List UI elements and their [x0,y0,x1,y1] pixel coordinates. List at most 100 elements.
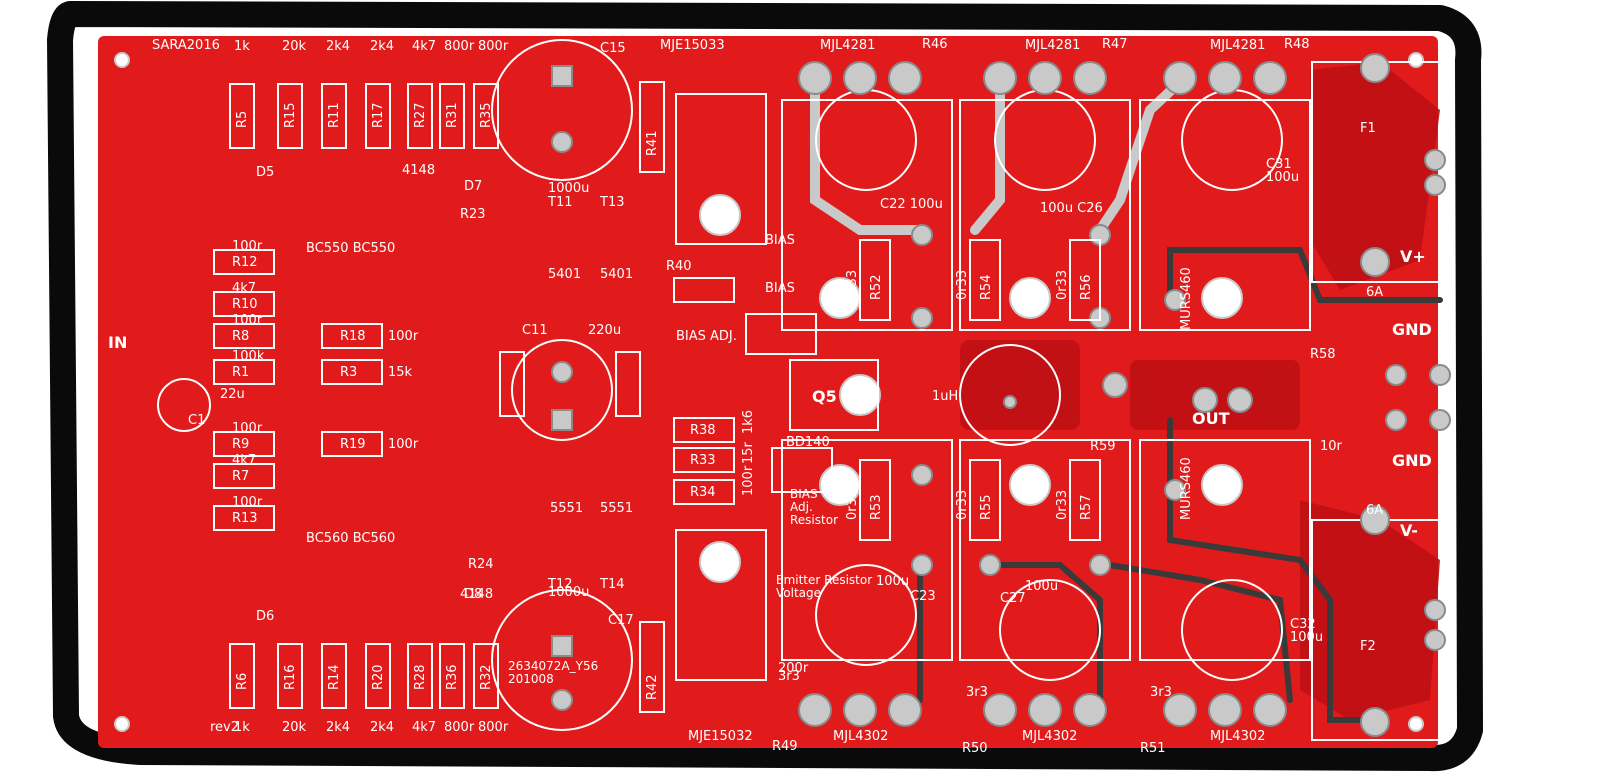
bottom-res-ref: R14 [327,664,342,690]
label-c17: C17 [608,613,634,628]
top-res-ref: R5 [235,111,250,128]
emitter-res-bot-value: 0r33 [955,490,970,520]
emitter-res-top-value: 0r33 [1055,270,1070,300]
label-c15: C15 [600,41,626,56]
label-mje15033: MJE15033 [660,38,725,53]
bottom-res-value: 800r [444,720,475,735]
marker-outline [47,1,1483,772]
label-fuse-6a-bot: 6A [1366,503,1383,518]
top-res-value: 4k7 [412,39,436,54]
left-res-ref: R1 [232,365,249,380]
label-200r: 200r [778,661,809,676]
top-res-ref: R31 [445,102,460,128]
label-r40: R40 [666,259,692,274]
label-f2: F2 [1360,639,1376,654]
bottom-res-ref: R6 [235,673,250,690]
label-gnd-bottom: GND [1392,451,1432,470]
bottom-res-ref: R20 [371,664,386,690]
left-resistor-column: R12100rR104k7R8100rR1100kR9100rR74k7R131… [232,239,265,526]
label-r49-value: 3r3 [778,669,800,684]
large-capacitors [157,39,1283,731]
bottom-res-value: 20k [282,720,307,735]
board-title: SARA2016 [152,38,220,53]
left-res-value: 100k [232,349,265,364]
label-bias-1: BIAS [765,233,795,248]
emitter-res-top-ref: R54 [979,274,994,300]
driver-res-ref: R34 [690,485,716,500]
label-bc560: BC560 BC560 [306,531,395,546]
driver-res-value: 100r [741,465,756,496]
label-t14-value: 5551 [600,501,633,516]
board-revision: rev2 [210,720,239,735]
label-inductor: 1uH [932,389,958,404]
label-gnd-top: GND [1392,320,1432,339]
label-c11-val: 220u [588,323,621,338]
bottom-res-ref: R28 [413,664,428,690]
label-in: IN [108,333,127,352]
top-res-ref: R17 [371,102,386,128]
label-c23-val: 100u [876,574,909,589]
label-mjl-top-2: MJL4281 [1025,38,1080,53]
label-mjl-bot-3: MJL4302 [1210,729,1265,744]
mid-res-ref: R18 [340,329,366,344]
left-res-value: 4k7 [232,453,256,468]
label-r51: R51 [1140,741,1166,756]
bottom-res-value: 2k4 [326,720,350,735]
label-c15-val: 1000u [548,181,589,196]
label-mje15032: MJE15032 [688,729,753,744]
label-t14: T14 [599,577,624,592]
label-v-minus: V- [1400,521,1418,540]
left-res-ref: R8 [232,329,249,344]
emitter-res-top-ref: R56 [1079,274,1094,300]
label-murs-1: MURS460 [1179,267,1194,330]
label-bias-adj: BIAS ADJ. [676,329,737,344]
left-res-ref: R12 [232,255,258,270]
label-r42: R42 [645,674,660,700]
label-c22: C22 100u [880,197,943,212]
label-t11: T11 [547,195,572,210]
top-res-ref: R35 [479,102,494,128]
label-c1: C1 [188,413,205,428]
label-r47: R47 [1102,37,1128,52]
label-t13: T13 [599,195,624,210]
small-footprints [213,81,1101,713]
label-mjl-top-1: MJL4281 [820,38,875,53]
label-bc550: BC550 BC550 [306,241,395,256]
bottom-res-ref: R36 [445,664,460,690]
mid-res-value: 100r [388,329,419,344]
mounting-holes [114,52,1424,732]
driver-res-value: 1k6 [741,410,756,434]
emitter-res-top-value: 0r33 [845,270,860,300]
label-d7: D7 [464,179,482,194]
label-d8-value: 4148 [460,587,493,602]
label-d7-value: 4148 [402,163,435,178]
label-r50: R50 [962,741,988,756]
label-mjl-top-3: MJL4281 [1210,38,1265,53]
left-res-ref: R7 [232,469,249,484]
label-r51-value: 3r3 [1150,685,1172,700]
label-out: OUT [1192,409,1230,428]
label-bd140: BD140 [786,435,830,450]
label-t11-value: 5401 [548,267,581,282]
label-c17-val: 1000u [548,585,589,600]
label-r41: R41 [645,130,660,156]
label-r59: R59 [1090,439,1116,454]
dark-traces [917,247,1443,723]
emitter-res-bot-ref: R55 [979,494,994,520]
label-r48: R48 [1284,37,1310,52]
label-d8-ref: D8 [464,587,482,602]
bottom-res-value: 4k7 [412,720,436,735]
bottom-res-value: 800r [478,720,509,735]
label-mjl-bot-1: MJL4302 [833,729,888,744]
left-res-value: 100r [232,495,263,510]
label-c26: 100u C26 [1040,201,1103,216]
